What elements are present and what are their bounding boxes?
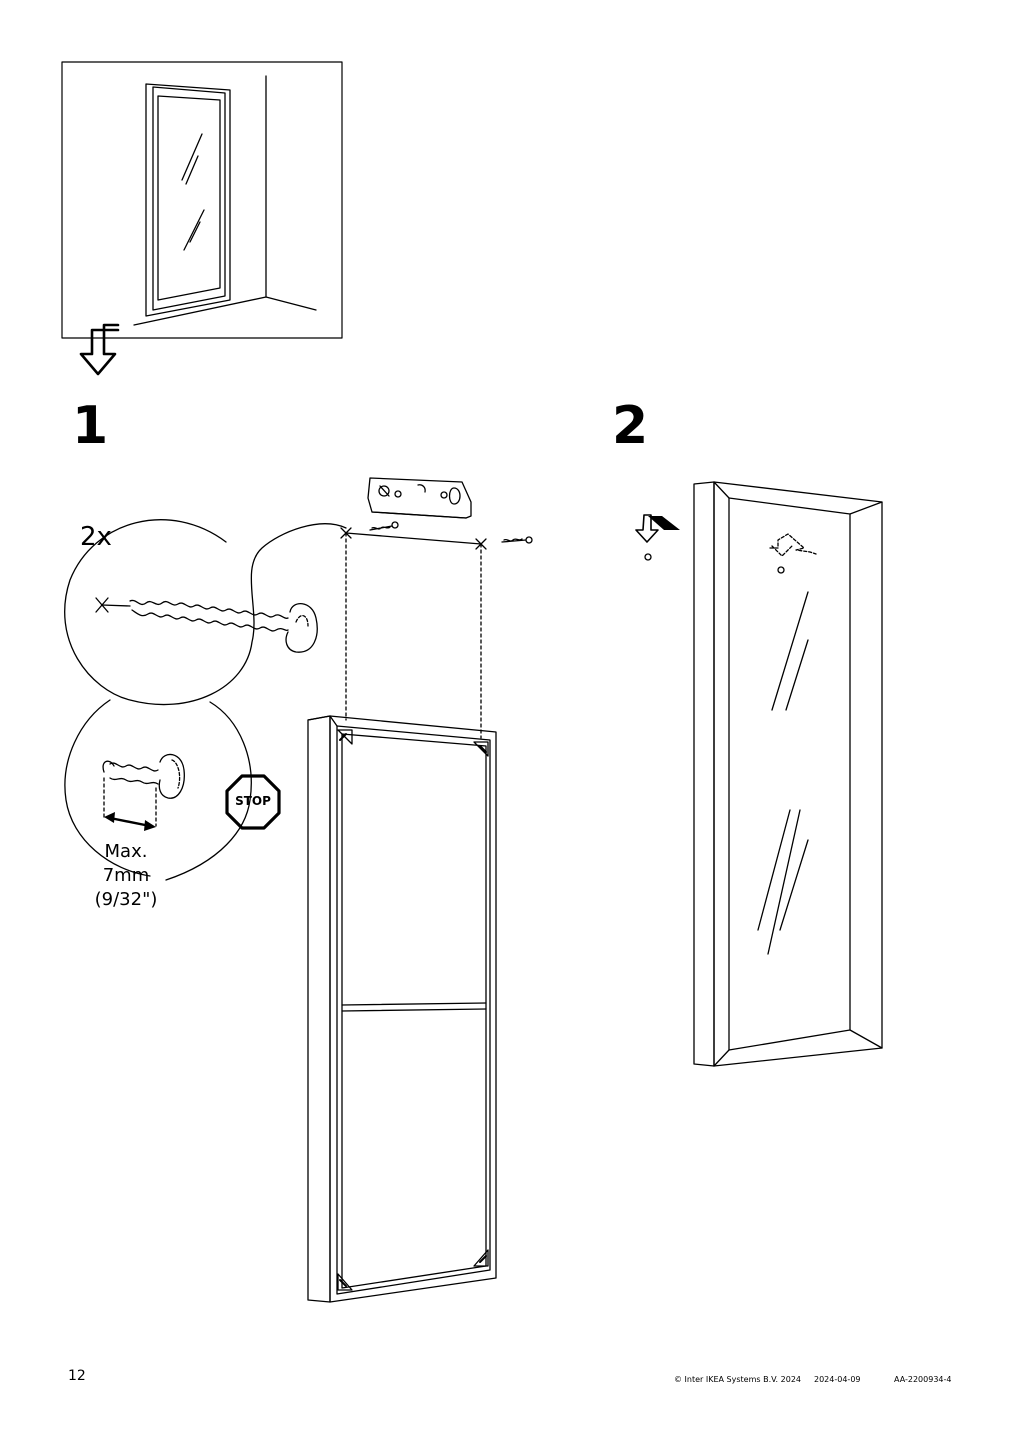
copyright: © Inter IKEA Systems B.V. 2024 [674,1375,801,1384]
down-arrow-icon [81,325,118,374]
doc-date: 2024-04-09 [814,1375,861,1384]
overview-illustration [62,62,342,338]
page-number: 12 [68,1368,86,1384]
screw-detail [65,520,346,705]
stop-sign-icon [227,776,279,828]
wall-marks [341,528,486,738]
doc-id: AA-2200934-4 [894,1375,952,1384]
max-depth-line2: 7mm [102,865,150,886]
step-number-1: 1 [72,396,109,456]
hang-arrow-icon [636,515,680,560]
screw-icon [370,522,532,543]
max-depth-line1: Max. [104,841,148,862]
max-depth-label: Max. 7mm (9/32") [66,840,186,912]
mirror-icon [146,84,230,316]
mirror-back-view [308,716,496,1302]
wall-bracket-icon [368,478,471,518]
depth-detail [65,700,251,880]
screw-quantity: 2x [80,522,112,552]
step-number-2: 2 [612,396,649,456]
mirror-front-view [694,482,882,1066]
stop-sign-label: STOP [235,794,271,808]
max-depth-line3: (9/32") [94,889,158,910]
